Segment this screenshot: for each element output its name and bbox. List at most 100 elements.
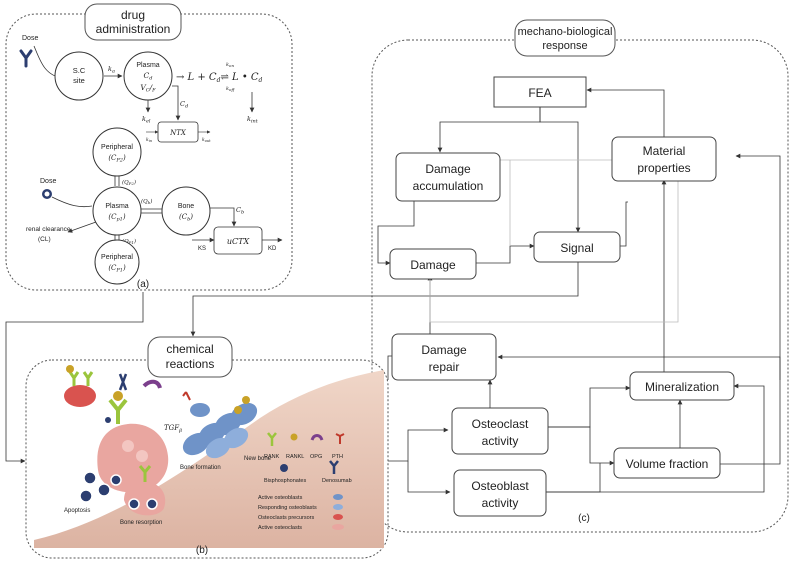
bisphosphonate-icon [105, 417, 111, 423]
damage-to-signal [476, 243, 535, 264]
osteoclast-nucleus-2 [136, 450, 148, 462]
panel-c-title-box [514, 19, 616, 57]
cb-arrow [210, 207, 237, 227]
damage-repair-line1: Damage [421, 343, 467, 357]
panel-b: chemical reactions TGFβ Apoptosis Bone r… [25, 336, 389, 559]
damage-repair-box [391, 333, 497, 381]
qp2-label: (QP2) [122, 179, 136, 186]
fea-box [493, 76, 587, 108]
fea-label: FEA [528, 86, 551, 100]
dose-label-top: Dose [22, 35, 38, 42]
ks-label: KS [198, 246, 206, 252]
responding-osteoblast-cell [190, 403, 210, 417]
legend-denosumab-label: Denosumab [322, 478, 352, 484]
rank-receptor-icon [68, 371, 80, 386]
mineralization-label: Mineralization [645, 380, 719, 394]
legend-active-oc-icon [332, 524, 344, 530]
new-bone-label: New bone [244, 456, 272, 462]
kd-label: KD [268, 246, 277, 252]
panel-a-title-line1: drug [121, 8, 145, 22]
rank-receptor-icon-2 [82, 371, 94, 386]
legend-oc-precursors-label: Osteoclasts precursors [258, 515, 314, 521]
qb-label: (Qb) [141, 198, 152, 205]
fea-to-damage-acc [437, 106, 541, 153]
osteoclast-line1: Osteoclast [472, 417, 529, 431]
material-properties-line1: Material [643, 144, 686, 158]
peripheral-bot-line1: Peripheral [101, 254, 133, 261]
apoptosis-cluster [79, 471, 158, 510]
rankl-float-icon [242, 396, 250, 404]
osteoblast-to-mineral [546, 383, 765, 493]
legend-rankl-icon [290, 433, 298, 441]
legend-rankl-label: RANKL [286, 454, 304, 460]
damage-acc-to-damage [377, 200, 415, 266]
sc-site-node [54, 51, 104, 101]
panel-a: drug administration Dose S.C site ka Pla… [5, 3, 293, 291]
material-properties-box [611, 136, 717, 182]
panel-a-title-line2: administration [96, 22, 171, 36]
bone-line2: (Cb) [179, 213, 193, 223]
sc-site-line2: site [73, 76, 85, 85]
osteoclast-to-volume [548, 426, 615, 466]
panel-b-title-line1: chemical [166, 342, 213, 356]
active-osteoclast-cell [97, 423, 169, 493]
panel-c-title-line2: response [542, 40, 587, 52]
peripheral-bot-line2: (CP1) [108, 264, 126, 274]
legend: RANK RANKL OPG PTH Bisphosphonates Denos… [258, 432, 352, 531]
plasma-top-line1: Plasma [136, 62, 159, 69]
damage-faint-loop [429, 176, 679, 323]
panel-b-title-line2: reactions [166, 357, 215, 371]
damage-accumulation-line1: Damage [425, 162, 471, 176]
rank-receptor-large-icon [108, 398, 128, 424]
rank-receptor-small-icon [138, 465, 152, 482]
reaction-equation: → L + Cd⇌ L • Cd [176, 72, 263, 84]
legend-pth-icon [335, 433, 345, 444]
cd-arrow-label: Cd [180, 100, 188, 110]
legend-bisphosphonates-label: Bisphosphonates [264, 478, 306, 484]
legend-responding-ob-label: Responding osteoblasts [258, 505, 317, 511]
antibody-icon [19, 49, 33, 68]
volume-fraction-label: Volume fraction [626, 457, 709, 471]
bone-matrix [34, 370, 384, 548]
dose-label-bottom: Dose [40, 178, 56, 185]
rankl-float-icon-2 [234, 406, 242, 414]
osteoclast-precursor-cell [64, 385, 96, 407]
damage-box [389, 248, 477, 280]
denosumab-icon [118, 373, 128, 391]
legend-rank-label: RANK [264, 454, 280, 460]
cd-arrow [172, 85, 181, 121]
plasma-mid-line1: Plasma [105, 203, 128, 210]
osteoclast-line2: activity [482, 434, 519, 448]
rankl-large-icon [113, 391, 123, 401]
legend-opg-icon [310, 434, 324, 441]
kel-label: kel [142, 115, 151, 125]
chem-to-osteoclast [388, 427, 449, 462]
osteoblast-to-volume [546, 463, 601, 493]
peripheral-top-line1: Peripheral [101, 144, 133, 151]
ntx-kin-label: kin [146, 137, 153, 143]
signal-box [533, 231, 621, 263]
ntx-label: NTX [169, 129, 187, 137]
damage-repair-line2: repair [429, 360, 460, 374]
panel-c-connectors [190, 87, 781, 495]
osteoclast-activity-box [451, 407, 549, 455]
plasma-mid-line2: (Cp1) [108, 213, 125, 223]
peripheral-top-line2: (CP2) [108, 154, 126, 164]
damage-accumulation-line2: accumulation [413, 179, 484, 193]
material-to-fea [586, 87, 665, 140]
bone-line1: Bone [178, 203, 194, 210]
osteoclast-nucleus [122, 440, 134, 452]
panel-b-frame [25, 359, 389, 559]
osteoclast-to-mineral [548, 385, 631, 428]
signal-label: Signal [560, 241, 593, 255]
bisphosphonate-dose-icon-core [44, 191, 50, 197]
legend-opg-label: OPG [310, 454, 322, 460]
panel-a-title-box [84, 3, 182, 41]
legend-responding-ob-icon [333, 504, 343, 510]
chem-to-osteoblast [407, 461, 451, 495]
panel-c-frame [371, 39, 789, 533]
rankl-icon [66, 365, 74, 373]
sc-site-line1: S.C [73, 66, 86, 75]
osteoblast-activity-box [453, 469, 547, 517]
